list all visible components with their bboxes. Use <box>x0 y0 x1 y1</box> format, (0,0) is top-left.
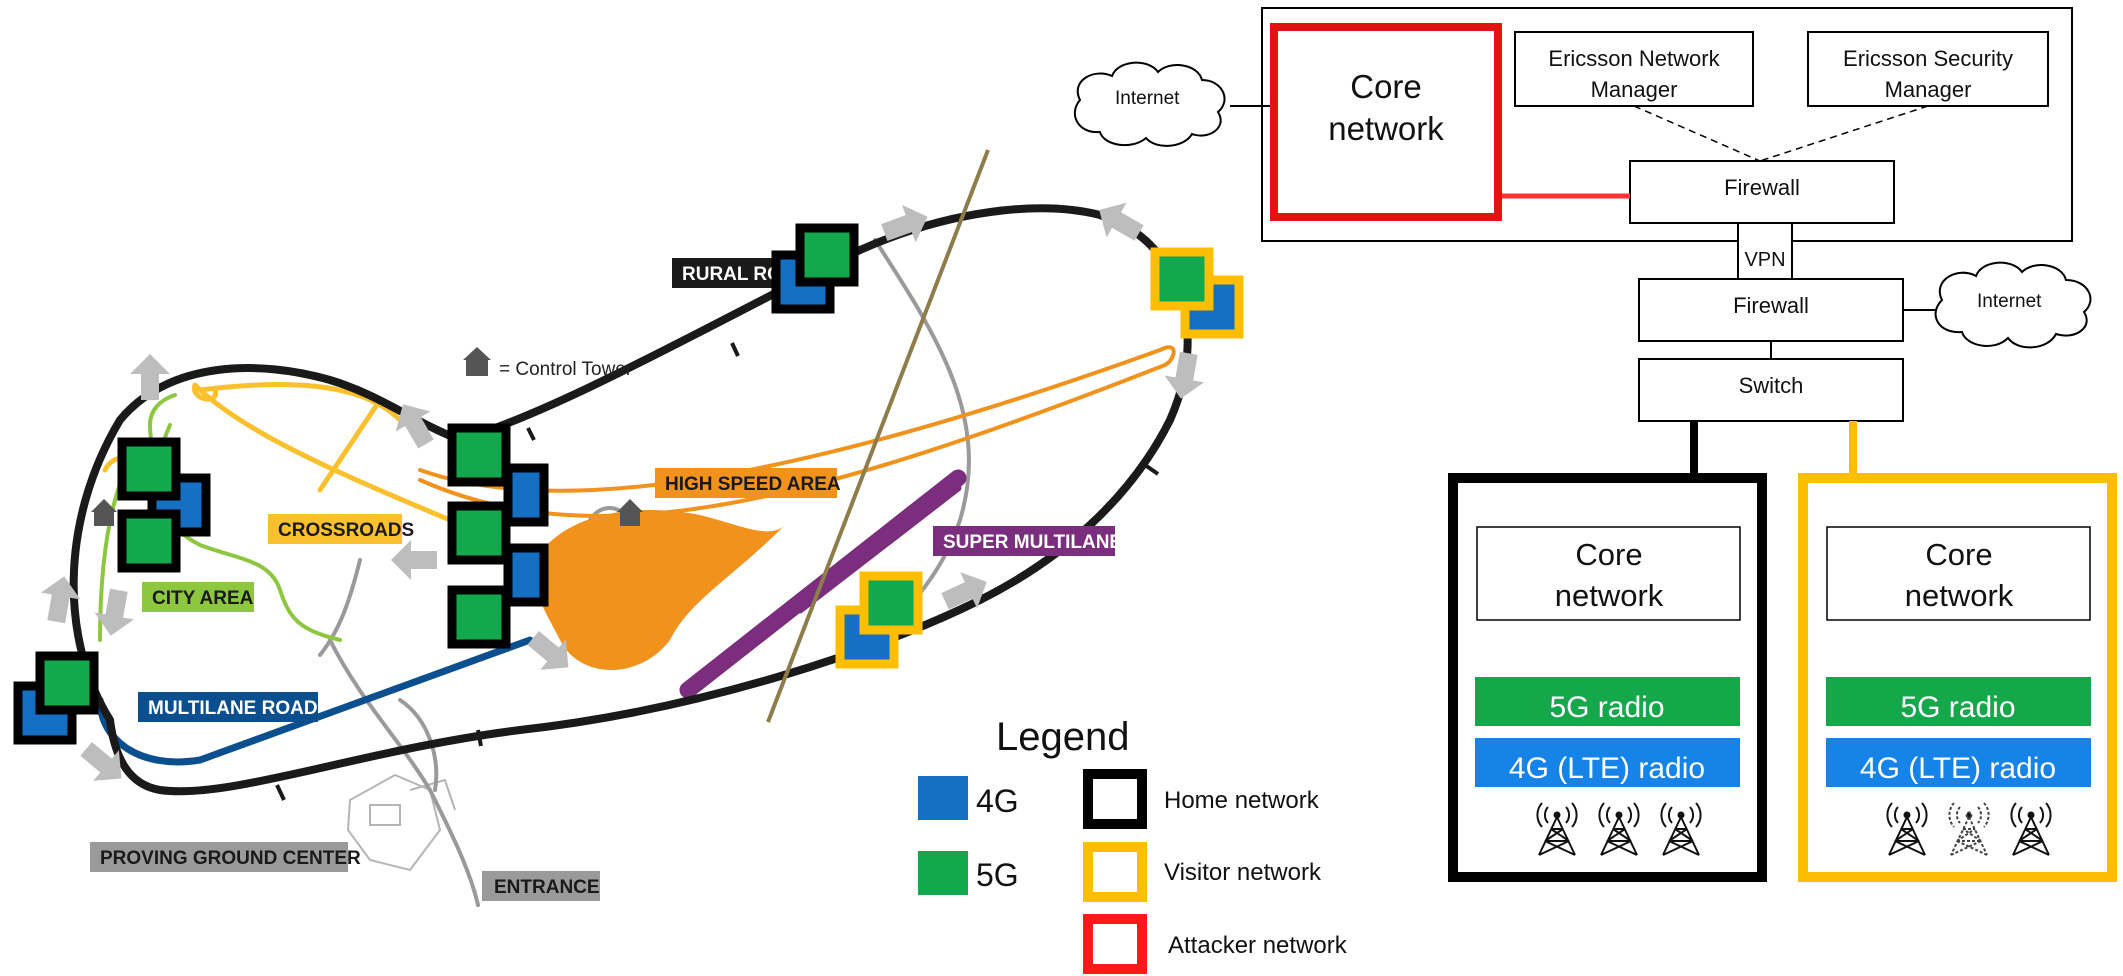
firewall-upper-label: Firewall <box>1724 175 1800 200</box>
city-area-label-bg <box>142 582 254 612</box>
home-5g-label: 5G radio <box>1549 691 1664 724</box>
internet-right-label: Internet <box>1977 291 2042 312</box>
legend-home-label: Home network <box>1164 787 1320 814</box>
legend-5g-swatch <box>918 851 968 895</box>
proving-ground-center-label-bg <box>90 842 348 872</box>
visitor-core-label-line2: network <box>1905 578 2014 613</box>
antenna-tower-icon <box>1886 802 1928 856</box>
base-stations <box>13 223 1244 745</box>
antenna-tower-icon <box>2010 802 2052 856</box>
control-tower-icons <box>91 347 643 526</box>
crossroads-label: CROSSROADS <box>278 520 414 541</box>
high-speed-label: HIGH SPEED AREA <box>665 474 841 495</box>
handover-arrows <box>40 202 1205 781</box>
city-area-label: CITY AREA <box>152 588 254 609</box>
internet-cloud-right: Internet <box>1934 261 2092 349</box>
multilane-road-label: MULTILANE ROAD <box>148 698 318 719</box>
high-speed-label-bg <box>655 468 837 498</box>
visitor-core-network <box>1826 526 2091 621</box>
security-manager-label-line2: Manager <box>1885 77 1972 102</box>
visitor-5g-radio <box>1826 677 2091 726</box>
legend-attacker-label: Attacker network <box>1168 932 1348 959</box>
antenna-tower-icon <box>1660 802 1702 856</box>
antenna-tower-icon <box>1598 802 1640 856</box>
internet-cloud-top: Internet <box>1073 61 1226 147</box>
antenna-towers <box>1536 802 2052 856</box>
attacker-core-label-line2: network <box>1328 110 1444 147</box>
legend-home-swatch <box>1083 769 1147 829</box>
network-manager-link <box>1633 105 1761 162</box>
vpn-tunnel <box>1737 222 1793 280</box>
home-4g-label: 4G (LTE) radio <box>1509 752 1705 785</box>
internet-top-label: Internet <box>1115 88 1180 109</box>
proving-ground-buildings <box>346 773 456 872</box>
home-core-label-line2: network <box>1555 578 1664 613</box>
control-tower-icon <box>463 347 491 376</box>
multilane-road-label-bg <box>138 692 318 722</box>
home-station-city <box>117 437 211 573</box>
home-station-bottom-left <box>13 651 99 745</box>
ericsson-network-manager <box>1514 31 1754 107</box>
switch-label: Switch <box>1739 373 1804 398</box>
divider-line <box>766 149 990 723</box>
home-4g-radio <box>1475 738 1740 787</box>
network-manager-label-line1: Ericsson Network <box>1548 46 1720 71</box>
entrance-label: ENTRANCE <box>494 877 600 898</box>
network-architecture: Internet Core network Ericsson Network M… <box>1073 7 2117 882</box>
legend-visitor-label: Visitor network <box>1164 859 1322 886</box>
legend: Legend 4G 5G Home network Visitor networ… <box>918 715 1348 974</box>
management-enclosure <box>1261 7 2073 242</box>
control-tower-note: = Control Tower <box>499 359 633 380</box>
security-manager-link <box>1759 105 1929 162</box>
track-markers <box>275 342 1160 801</box>
legend-attacker-swatch <box>1083 914 1147 974</box>
vpn-label: VPN <box>1744 249 1785 271</box>
visitor-4g-label: 4G (LTE) radio <box>1860 752 2056 785</box>
security-manager-label-line1: Ericsson Security <box>1843 46 2013 71</box>
legend-4g-swatch <box>918 776 968 820</box>
firewall-upper <box>1629 160 1895 224</box>
visitor-station-super-multilane <box>835 571 923 669</box>
crossroads-label-bg <box>268 514 402 544</box>
multilane-road-path <box>96 636 534 766</box>
super-multilane-label: SUPER MULTILANE <box>943 532 1122 553</box>
home-station-center <box>447 423 549 649</box>
home-core-label-line1: Core <box>1575 537 1642 572</box>
antenna-tower-icon <box>1536 802 1578 856</box>
antenna-tower-icon <box>1948 802 1990 856</box>
main-track-loop <box>69 204 1192 796</box>
rural-road-label-bg <box>672 258 782 288</box>
rural-road-label: RURAL RO <box>682 264 782 285</box>
legend-4g-label: 4G <box>976 783 1019 819</box>
visitor-4g-radio <box>1826 738 2091 787</box>
area-labels: RURAL RO HIGH SPEED AREA CROSSROADS CITY… <box>90 258 1122 901</box>
home-core-network <box>1476 526 1741 621</box>
visitor-5g-label: 5G radio <box>1900 691 2015 724</box>
crossroads-roads <box>102 381 453 523</box>
visitor-core-label-line1: Core <box>1925 537 1992 572</box>
network-manager-label-line2: Manager <box>1591 77 1678 102</box>
proving-ground-center-label: PROVING GROUND CENTER <box>100 848 361 869</box>
home-station-rural <box>771 223 859 314</box>
home-5g-radio <box>1475 677 1740 726</box>
test-track-map: = Control Tower RURAL RO HIGH SPEED AREA… <box>13 149 1244 907</box>
super-multilane-label-bg <box>933 526 1115 556</box>
legend-visitor-swatch <box>1083 842 1147 902</box>
entrance-label-bg <box>482 871 600 901</box>
legend-5g-label: 5G <box>976 857 1019 893</box>
attacker-core-network <box>1270 23 1502 221</box>
ericsson-security-manager <box>1807 31 2049 107</box>
attacker-core-label-line1: Core <box>1350 68 1422 105</box>
visitor-station-top-right <box>1150 247 1244 339</box>
legend-title: Legend <box>996 715 1129 759</box>
control-tower-icon <box>617 499 643 526</box>
control-tower-icon <box>91 499 117 526</box>
firewall-lower-label: Firewall <box>1733 293 1809 318</box>
high-speed-pad <box>534 510 785 670</box>
